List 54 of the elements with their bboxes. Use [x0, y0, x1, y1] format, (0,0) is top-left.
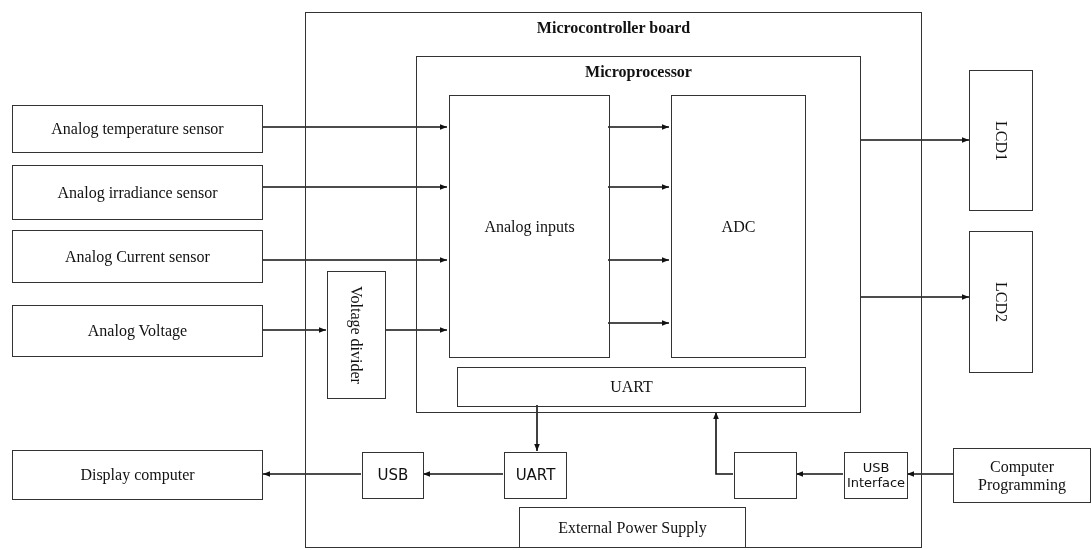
arrow [607, 320, 670, 326]
arrow [262, 327, 327, 333]
arrow [607, 184, 670, 190]
arrow [713, 411, 734, 475]
block-label: LCD2 [992, 282, 1010, 322]
arrow [262, 124, 448, 130]
block-box [416, 56, 861, 413]
block-label: Analog temperature sensor [51, 120, 224, 138]
block-box [457, 367, 806, 407]
block-label: LCD1 [992, 120, 1010, 161]
arrow [534, 404, 540, 452]
block-label: USB Interface [845, 461, 907, 490]
block-box [969, 231, 1033, 373]
block-box [969, 70, 1033, 211]
block-label: Analog Current sensor [65, 247, 210, 266]
block-label: Display computer [80, 466, 195, 484]
block-box [12, 305, 263, 357]
block-label: Voltage divider [347, 286, 366, 384]
arrow [422, 471, 504, 477]
block-label: Analog Voltage [87, 322, 188, 340]
block-box [12, 450, 263, 500]
block-box [671, 95, 806, 358]
arrow [262, 471, 362, 477]
arrow [906, 471, 954, 477]
arrow [795, 471, 844, 477]
arrow [607, 124, 670, 130]
block-label: Microcontroller board [536, 19, 691, 37]
block-box [519, 507, 746, 548]
block-box [449, 95, 610, 358]
arrow [859, 137, 970, 143]
block-label: ADC [721, 217, 756, 236]
empty-box [734, 452, 797, 499]
block-box [12, 230, 263, 283]
block-box [953, 448, 1091, 503]
block-label: Analog inputs [484, 217, 575, 236]
block-box [327, 271, 386, 399]
block-label: Analog irradiance sensor [57, 183, 218, 202]
arrow [607, 257, 670, 263]
block-label: Microprocessor [585, 63, 692, 81]
block-box [12, 105, 263, 153]
arrow [262, 184, 448, 190]
block-label: UART [610, 378, 653, 396]
block-label: UART [515, 467, 556, 484]
arrow [384, 327, 448, 333]
arrow [859, 294, 970, 300]
block-box [504, 452, 567, 499]
block-box [362, 452, 424, 499]
arrow [262, 257, 448, 263]
block-label: Computer Programming [977, 457, 1067, 494]
block-box [305, 12, 922, 548]
block-label: External Power Supply [558, 518, 707, 537]
block-label: USB [377, 467, 409, 484]
block-box [844, 452, 908, 499]
block-box [12, 165, 263, 220]
